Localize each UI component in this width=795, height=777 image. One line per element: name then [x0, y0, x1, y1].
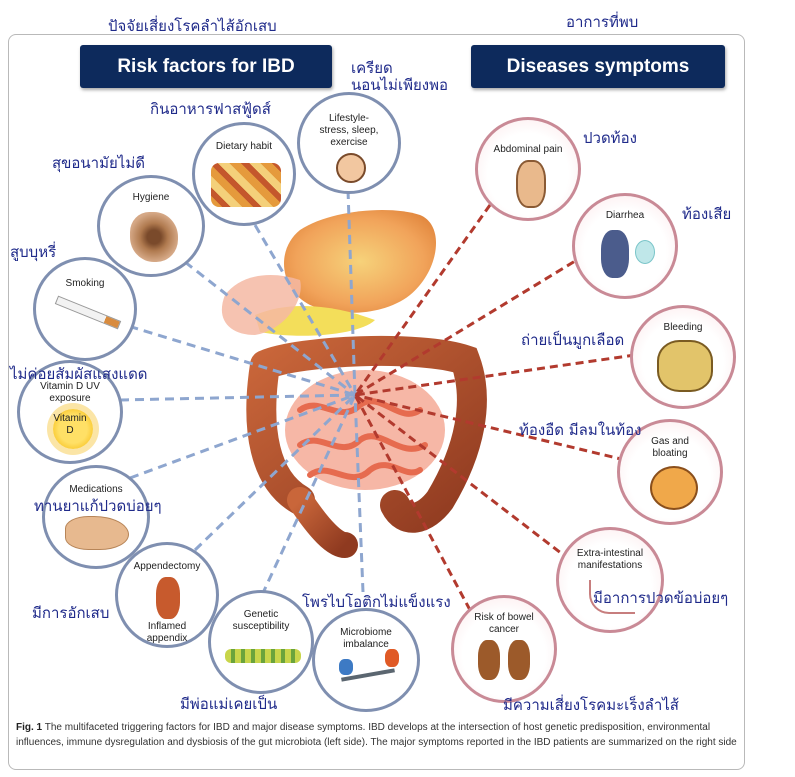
caption-text: The multifaceted triggering factors for … — [16, 722, 737, 748]
symptom-cancer-circle: Risk of bowel cancer — [451, 595, 557, 703]
person-abdominal-pain-icon — [516, 160, 546, 208]
genetic-thai: มีพ่อแม่เคยเป็น — [180, 695, 278, 713]
risk-appendectomy-label: Appendectomy — [133, 561, 201, 572]
risk-microbiome-circle: Microbiome imbalance — [312, 608, 420, 712]
dietary-thai: กินอาหารฟาสฟู้ดส์ — [150, 100, 271, 118]
appendectomy-thai: มีการอักเสบ — [32, 604, 110, 622]
symptom-extra-circle: Extra-intestinal manifestations — [556, 527, 664, 633]
bowel-right-icon — [508, 640, 530, 680]
dirty-hand-icon — [130, 212, 178, 262]
risk-appendectomy-circle: Appendectomy Inflamed appendix — [115, 542, 219, 648]
symptom-diarrhea-label: Diarrhea — [605, 210, 645, 221]
symptom-connectors — [353, 204, 636, 611]
good-bacteria-icon — [339, 659, 353, 675]
microbiome-thai: โพรไบโอติกไม่แข็งแรง — [302, 593, 451, 611]
risk-lifestyle-label: Lifestyle- stress, sleep, exercise — [319, 113, 379, 148]
symptom-gas-circle: Gas and bloating — [617, 419, 723, 525]
hygiene-thai: สุขอนามัยไม่ดี — [52, 154, 145, 172]
symptoms-banner: Diseases symptoms — [471, 45, 725, 88]
risk-vitamin-circle: Vitamin D UV exposure Vitamin D — [17, 360, 123, 464]
vitamin-thai: ไม่ค่อยสัมผัสแสงแดด — [10, 365, 148, 383]
gas-thai: ท้องอืด มีลมในท้อง — [519, 421, 642, 439]
small-intestine-shape — [285, 370, 445, 490]
symptom-abdominal-label: Abdominal pain — [493, 144, 563, 155]
risk-dietary-circle: Dietary habit — [192, 122, 296, 226]
hand-pills-icon — [65, 516, 129, 550]
cigarette-icon — [54, 295, 122, 330]
bowel-left-icon — [478, 640, 500, 680]
symptom-diarrhea-circle: Diarrhea — [572, 193, 678, 299]
bad-bacteria-icon — [385, 649, 399, 667]
risk-genetic-label: Genetic susceptibility — [232, 609, 290, 632]
bloated-person-icon — [650, 466, 698, 510]
symptom-bleeding-label: Bleeding — [663, 322, 703, 333]
person-bleeding-icon — [657, 340, 713, 392]
risk-hygiene-circle: Hygiene — [97, 175, 205, 277]
risk-dietary-label: Dietary habit — [215, 141, 273, 152]
symptom-extra-label: Extra-intestinal manifestations — [576, 548, 644, 571]
dna-helix-icon — [225, 649, 301, 663]
fast-food-icon — [211, 163, 281, 207]
symptom-cancer-label: Risk of bowel cancer — [474, 612, 534, 635]
symptom-abdominal-circle: Abdominal pain — [475, 117, 581, 221]
smoking-thai: สูบบุหรี่ — [10, 243, 57, 261]
risk-factors-banner: Risk factors for IBD — [80, 45, 332, 88]
caption-fig-label: Fig. 1 — [16, 722, 43, 733]
risk-medications-label: Medications — [69, 484, 123, 495]
symptom-gas-label: Gas and bloating — [651, 436, 689, 459]
colon-shape — [246, 335, 487, 533]
symptom-bleeding-circle: Bleeding — [630, 305, 736, 409]
liver-shape — [221, 275, 301, 335]
risk-lifestyle-circle: Lifestyle- stress, sleep, exercise — [297, 92, 401, 194]
cancer-thai: มีความเสี่ยงโรคมะเร็งลำไส้ — [503, 696, 679, 714]
risk-appendectomy-sub: Inflamed appendix — [146, 621, 188, 644]
risk-smoking-label: Smoking — [65, 278, 105, 289]
risk-genetic-circle: Genetic susceptibility — [208, 590, 314, 694]
skeleton-joint-icon — [589, 580, 635, 614]
medications-thai: ทานยาแก้ปวดบ่อยๆ — [34, 497, 162, 515]
appendix-icon — [156, 577, 180, 619]
risk-medications-circle: Medications — [42, 465, 150, 569]
extra-thai: มีอาการปวดข้อบ่อยๆ — [593, 589, 729, 607]
risk-connectors — [114, 189, 365, 596]
bleeding-thai: ถ่ายเป็นมูกเลือด — [521, 331, 625, 349]
risk-header-thai: ปัจจัยเสี่ยงโรคลำไส้อักเสบ — [108, 17, 277, 35]
stomach-shape — [283, 210, 437, 313]
risk-hygiene-label: Hygiene — [132, 192, 170, 203]
risk-microbiome-label: Microbiome imbalance — [340, 627, 392, 650]
small-intestine-loops — [297, 398, 428, 481]
stressed-person-icon — [336, 153, 366, 183]
colon-shape-lower — [287, 487, 358, 558]
lifestyle-thai: เครียด นอนไม่เพียงพอ — [351, 59, 448, 94]
toilet-icon — [635, 240, 655, 264]
figure-caption: Fig. 1 The multifaceted triggering facto… — [16, 720, 738, 750]
risk-vitamin-sub: Vitamin D — [53, 413, 87, 436]
person-diarrhea-icon — [601, 230, 629, 278]
symptom-header-thai: อาการที่พบ — [566, 13, 639, 31]
diarrhea-thai: ท้องเสีย — [682, 205, 732, 223]
risk-vitamin-label: Vitamin D UV exposure — [40, 381, 100, 404]
abdominal-thai: ปวดท้อง — [583, 129, 637, 147]
risk-smoking-circle: Smoking — [33, 257, 137, 361]
sun-icon — [53, 409, 93, 449]
